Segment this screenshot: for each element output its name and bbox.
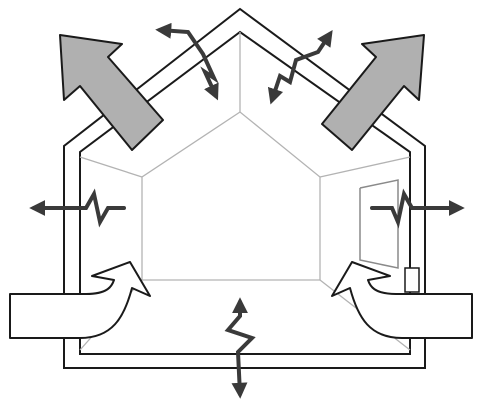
exhaust-arrow-right	[321, 34, 425, 151]
room-back-wall	[141, 111, 321, 281]
zigzag-arrow-floor	[224, 297, 256, 399]
room-edge-left-top	[79, 156, 143, 178]
exhaust-arrow-left	[59, 34, 164, 151]
right-wall-window	[359, 179, 420, 293]
supply-arrow-right	[331, 261, 473, 339]
zigzag-arrow-roof-right	[267, 30, 333, 105]
zigzag-arrow-roof-left	[155, 22, 219, 101]
zigzag-arrow-wall-left	[29, 188, 126, 228]
heat-loss-arrows	[29, 22, 465, 399]
supply-arrow-left	[9, 261, 151, 339]
room-edge-right-top	[319, 156, 411, 178]
zigzag-arrow-wall-right	[370, 188, 465, 229]
